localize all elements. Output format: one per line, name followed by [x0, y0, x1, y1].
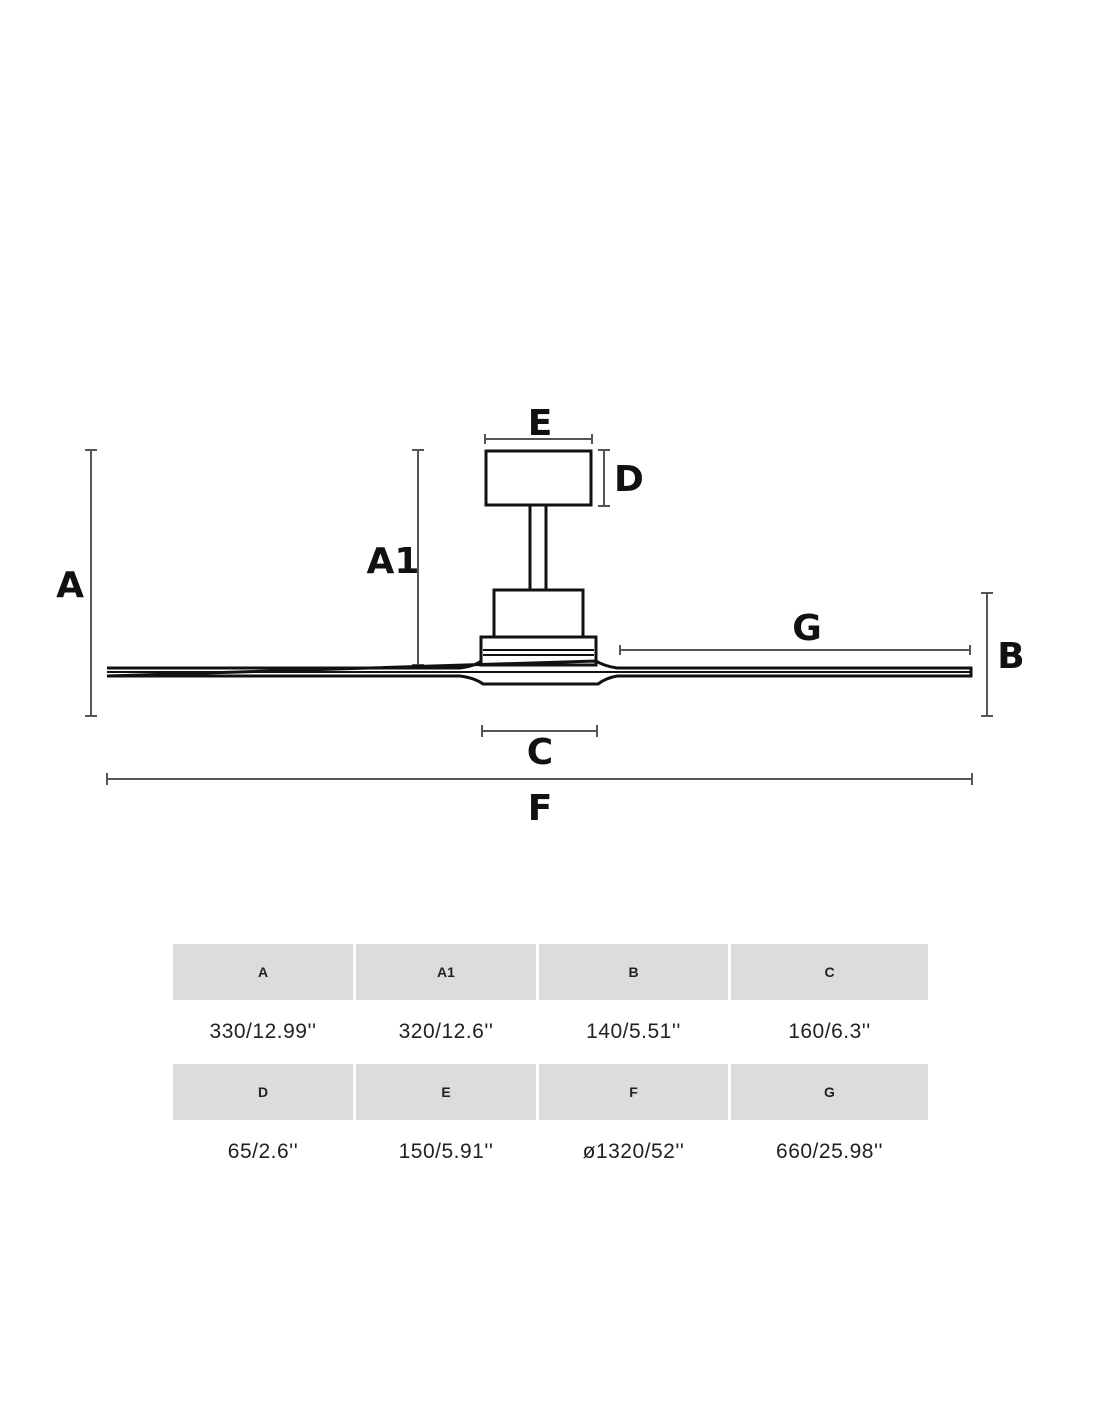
dimension-b: B — [981, 592, 1025, 717]
header-cell: E — [356, 1064, 536, 1120]
table-value-row: 65/2.6'' 150/5.91'' ø1320/52'' 660/25.98… — [173, 1120, 928, 1184]
downrod — [528, 503, 548, 592]
header-cell: A1 — [356, 944, 536, 1000]
label-e: E — [528, 403, 553, 444]
value-cell: 160/6.3'' — [788, 1020, 871, 1043]
header-cell: C — [731, 944, 928, 1000]
value-cell: 140/5.51'' — [586, 1020, 681, 1043]
value-cell: 150/5.91'' — [398, 1140, 494, 1163]
dimensions-table: A A1 B C 330/12.99'' 320/12.6'' 140/5.51… — [170, 944, 931, 1184]
dimension-e: E — [484, 403, 593, 444]
value-cell: 320/12.6'' — [398, 1020, 494, 1043]
header-cell: G — [731, 1064, 928, 1120]
label-b: B — [997, 636, 1024, 677]
ceiling-fan-dimension-diagram: A A1 E D G — [56, 403, 1025, 829]
dimension-c: C — [481, 725, 598, 773]
table-value-row: 330/12.99'' 320/12.6'' 140/5.51'' 160/6.… — [173, 1000, 928, 1064]
dimension-g: G — [619, 608, 971, 655]
label-a1: A1 — [367, 541, 420, 582]
ceiling-canopy — [484, 449, 593, 507]
value-cell: 65/2.6'' — [227, 1140, 299, 1163]
label-a: A — [56, 565, 84, 606]
table-header-row: A A1 B C — [173, 944, 928, 1000]
header-cell: D — [173, 1064, 353, 1120]
label-g: G — [792, 608, 822, 649]
label-c: C — [527, 732, 553, 773]
header-cell: B — [539, 944, 728, 1000]
dimension-f: F — [106, 773, 973, 829]
label-f: F — [528, 788, 553, 829]
value-cell: ø1320/52'' — [582, 1140, 685, 1163]
motor-housing — [492, 588, 585, 639]
fan-blades — [106, 659, 973, 686]
header-cell: A — [173, 944, 353, 1000]
motor-base — [479, 635, 598, 667]
fan-body — [106, 449, 973, 686]
value-cell: 330/12.99'' — [209, 1020, 317, 1043]
table-header-row: D E F G — [173, 1064, 928, 1120]
dimension-d: D — [598, 449, 644, 507]
header-cell: F — [539, 1064, 728, 1120]
dimension-a: A — [56, 449, 97, 717]
value-cell: 660/25.98'' — [776, 1140, 883, 1163]
label-d: D — [614, 459, 644, 500]
dimension-a1: A1 — [367, 449, 424, 666]
